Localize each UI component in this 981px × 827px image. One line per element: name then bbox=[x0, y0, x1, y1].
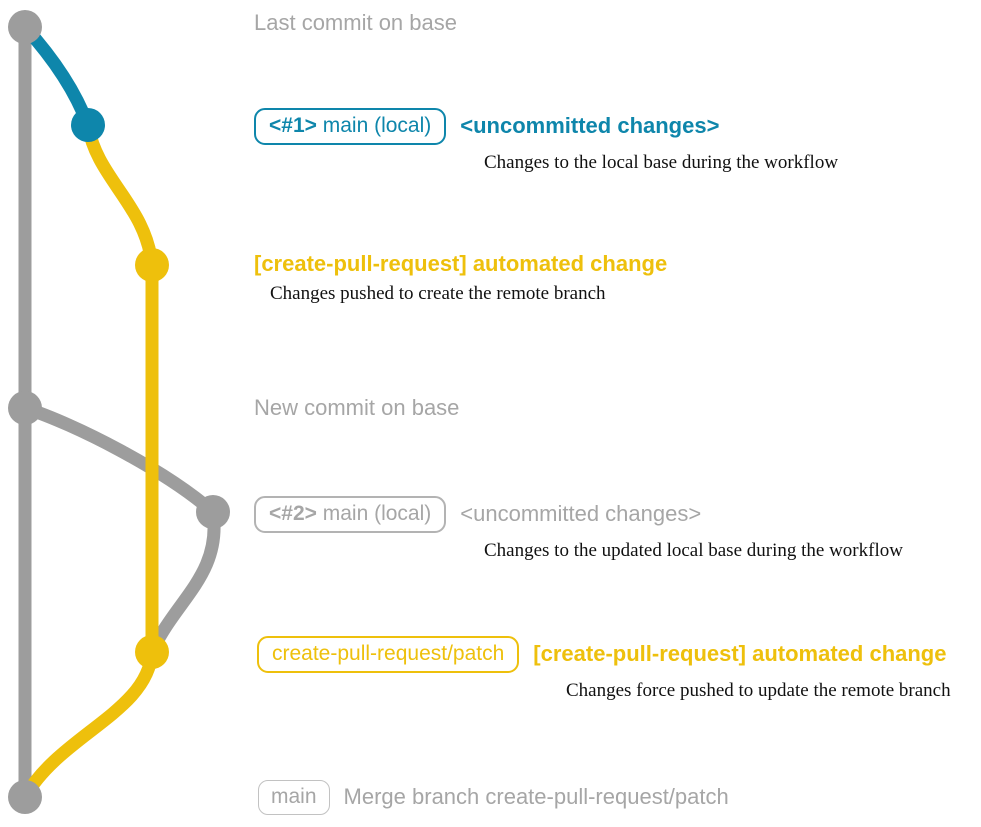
commit-node-local-1[interactable] bbox=[71, 108, 105, 142]
edge-teal-n1-n2 bbox=[18, 20, 95, 132]
badge-ref-name-main: main bbox=[271, 785, 317, 808]
row-merge-commit: main Merge branch create-pull-request/pa… bbox=[258, 780, 729, 815]
badge-main[interactable]: main bbox=[258, 780, 330, 815]
badge-ref-name-1: main (local) bbox=[316, 114, 432, 137]
headline-automated-change-2: [create-pull-request] automated change bbox=[533, 641, 947, 667]
headline-last-commit-on-base: Last commit on base bbox=[254, 10, 457, 35]
badge-ref-name-2: main (local) bbox=[316, 502, 432, 525]
row-automated-change-2: create-pull-request/patch [create-pull-r… bbox=[257, 636, 951, 702]
edge-gray-n5-n6 bbox=[145, 505, 221, 659]
headline-automated-change-1: [create-pull-request] automated change bbox=[254, 251, 668, 276]
commit-nodes bbox=[8, 10, 230, 814]
subtext-automated-change-2: Changes force pushed to update the remot… bbox=[566, 679, 951, 701]
headline-local-change-2: <uncommitted changes> bbox=[460, 501, 702, 527]
headline-merge-commit: Merge branch create-pull-request/patch bbox=[343, 784, 729, 810]
badge-ref-number-2: <#2> bbox=[269, 502, 317, 525]
subtext-local-change-2: Changes to the updated local base during… bbox=[484, 539, 903, 561]
badge-main-local-2[interactable]: <#2> main (local) bbox=[254, 496, 447, 533]
commit-node-base-1[interactable] bbox=[8, 10, 42, 44]
commit-node-merge[interactable] bbox=[8, 780, 42, 814]
row-new-commit-on-base: New commit on base bbox=[254, 395, 460, 420]
headline-local-change-1: <uncommitted changes> bbox=[460, 113, 720, 139]
badge-main-local-1[interactable]: <#1> main (local) bbox=[254, 108, 447, 145]
badge-ref-number-1: <#1> bbox=[269, 114, 317, 137]
headline-new-commit-on-base: New commit on base bbox=[254, 395, 460, 420]
commit-node-patch-1[interactable] bbox=[135, 248, 169, 282]
commit-node-base-2[interactable] bbox=[8, 391, 42, 425]
edge-yellow-n6-n7 bbox=[18, 645, 159, 804]
row-local-change-2: <#2> main (local) <uncommitted changes> … bbox=[254, 496, 903, 562]
edge-gray-n4-n5 bbox=[18, 401, 220, 519]
row-local-change-1: <#1> main (local) <uncommitted changes> … bbox=[254, 108, 838, 174]
badge-create-pull-request-patch[interactable]: create-pull-request/patch bbox=[257, 636, 520, 673]
row-automated-change-1: [create-pull-request] automated change C… bbox=[254, 251, 668, 305]
row-last-commit-on-base: Last commit on base bbox=[254, 10, 457, 35]
commit-node-local-2[interactable] bbox=[196, 495, 230, 529]
subtext-local-change-1: Changes to the local base during the wor… bbox=[484, 151, 839, 173]
badge-ref-name-patch: create-pull-request/patch bbox=[272, 642, 505, 665]
edge-yellow-n2-n3 bbox=[81, 118, 159, 272]
subtext-automated-change-1: Changes pushed to create the remote bran… bbox=[270, 283, 606, 305]
commit-node-patch-2[interactable] bbox=[135, 635, 169, 669]
